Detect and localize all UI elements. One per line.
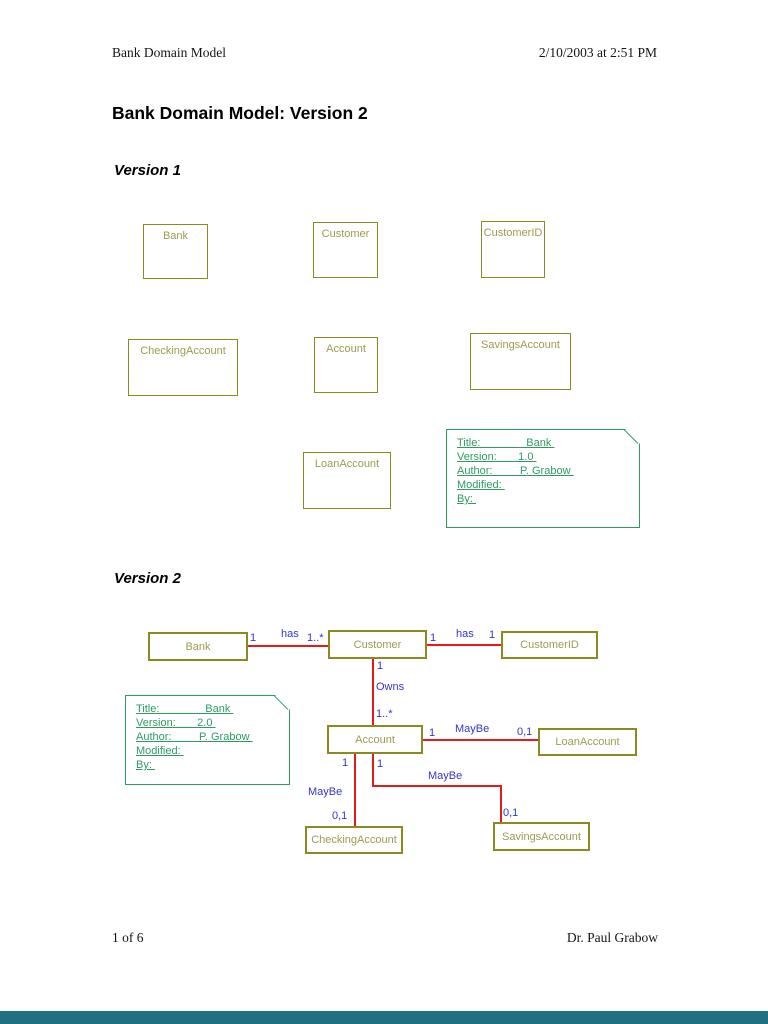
note-line-version: Version: 2.0: [136, 717, 216, 729]
class-label: SavingsAccount: [502, 830, 581, 843]
uml-class-box-bank-v2: Bank: [148, 632, 248, 661]
class-label: Customer: [321, 228, 370, 240]
footer-author: Dr. Paul Grabow: [566, 930, 658, 945]
relation-label-owns: Owns: [376, 681, 405, 693]
relation-label-has-1: has: [281, 628, 299, 640]
relation-label-maybe-savings: MayBe: [428, 770, 463, 782]
connector-customer-account: [372, 659, 374, 725]
note-line-version: Version: 1.0: [457, 451, 537, 463]
uml-note-version1: Title: Bank Version: 1.0 Author: P. Grab…: [446, 429, 640, 528]
note-fold-icon: [275, 695, 290, 710]
connector-account-savingsaccount-h: [372, 785, 502, 787]
class-label: Customer: [353, 638, 402, 651]
class-label: Account: [326, 343, 366, 355]
class-label: CustomerID: [520, 639, 579, 651]
connector-account-savingsaccount-v: [372, 754, 374, 787]
relation-label-maybe-checking: MayBe: [308, 786, 343, 798]
connector-account-checkingaccount: [354, 754, 356, 826]
class-label: Account: [355, 733, 395, 746]
mult-customerid: 1: [489, 629, 496, 641]
mult-customer-left: 1..*: [307, 632, 324, 644]
uml-note-version2: Title: Bank Version: 2.0 Author: P. Grab…: [125, 695, 290, 785]
mult-checkingaccount: 0,1: [332, 810, 348, 822]
uml-class-box-savingsaccount-v2: SavingsAccount: [493, 822, 590, 851]
class-label: CustomerID: [483, 227, 543, 239]
uml-class-box-customer-v1: Customer: [313, 222, 378, 278]
relation-label-has-2: has: [456, 628, 474, 640]
mult-account-right: 1: [429, 727, 436, 739]
class-label: CheckingAccount: [311, 834, 397, 846]
relation-label-maybe-loan: MayBe: [455, 723, 490, 735]
viewer-bottom-bar: [0, 1011, 768, 1024]
connector-account-savingsaccount-v2: [500, 785, 502, 822]
mult-savingsaccount: 0,1: [503, 807, 519, 819]
uml-class-box-account-v1: Account: [314, 337, 378, 393]
connector-account-loanaccount: [423, 739, 538, 741]
section-heading-version1: Version 1: [114, 162, 181, 179]
mult-account-bottom-left: 1: [342, 757, 349, 769]
page-title: Bank Domain Model: Version 2: [112, 103, 368, 123]
uml-class-box-customer-v2: Customer: [328, 630, 427, 659]
note-line-modified: Modified:: [136, 745, 184, 757]
header-datetime: 2/10/2003 at 2:51 PM: [538, 45, 657, 60]
uml-class-box-bank-v1: Bank: [143, 224, 208, 279]
mult-bank: 1: [250, 632, 257, 644]
note-line-by: By:: [136, 759, 155, 771]
connector-bank-customer: [248, 645, 328, 647]
note-line-author: Author: P. Grabow: [457, 465, 574, 477]
uml-class-box-loanaccount-v2: LoanAccount: [538, 728, 637, 756]
uml-class-box-account-v2: Account: [327, 725, 423, 754]
uml-class-box-savingsaccount-v1: SavingsAccount: [470, 333, 571, 390]
mult-loanaccount: 0,1: [517, 726, 533, 738]
note-line-author: Author: P. Grabow: [136, 731, 253, 743]
connector-customer-customerid: [427, 644, 501, 646]
class-label: SavingsAccount: [481, 339, 560, 351]
section-heading-version2: Version 2: [114, 570, 181, 587]
class-label: Bank: [185, 640, 211, 653]
class-label: CheckingAccount: [140, 345, 226, 357]
uml-class-box-checkingaccount-v1: CheckingAccount: [128, 339, 238, 396]
uml-class-box-checkingaccount-v2: CheckingAccount: [305, 826, 403, 854]
mult-account-bottom-right: 1: [377, 758, 384, 770]
note-line-modified: Modified:: [457, 479, 505, 491]
header-running-title: Bank Domain Model: [112, 45, 226, 60]
note-line-title: Title: Bank: [457, 437, 555, 449]
class-label: LoanAccount: [314, 458, 380, 470]
mult-customer-bottom: 1: [377, 660, 384, 672]
note-line-title: Title: Bank: [136, 703, 234, 715]
footer-page-number: 1 of 6: [112, 930, 144, 945]
uml-class-box-customerid-v2: CustomerID: [501, 631, 598, 659]
class-label: LoanAccount: [555, 736, 620, 748]
uml-class-box-customerid-v1: CustomerID: [481, 221, 545, 278]
note-line-by: By:: [457, 493, 476, 505]
mult-account-top: 1..*: [376, 708, 393, 720]
mult-customer-right: 1: [430, 632, 437, 644]
class-label: Bank: [162, 230, 189, 242]
uml-class-box-loanaccount-v1: LoanAccount: [303, 452, 391, 509]
note-fold-icon: [625, 429, 640, 444]
